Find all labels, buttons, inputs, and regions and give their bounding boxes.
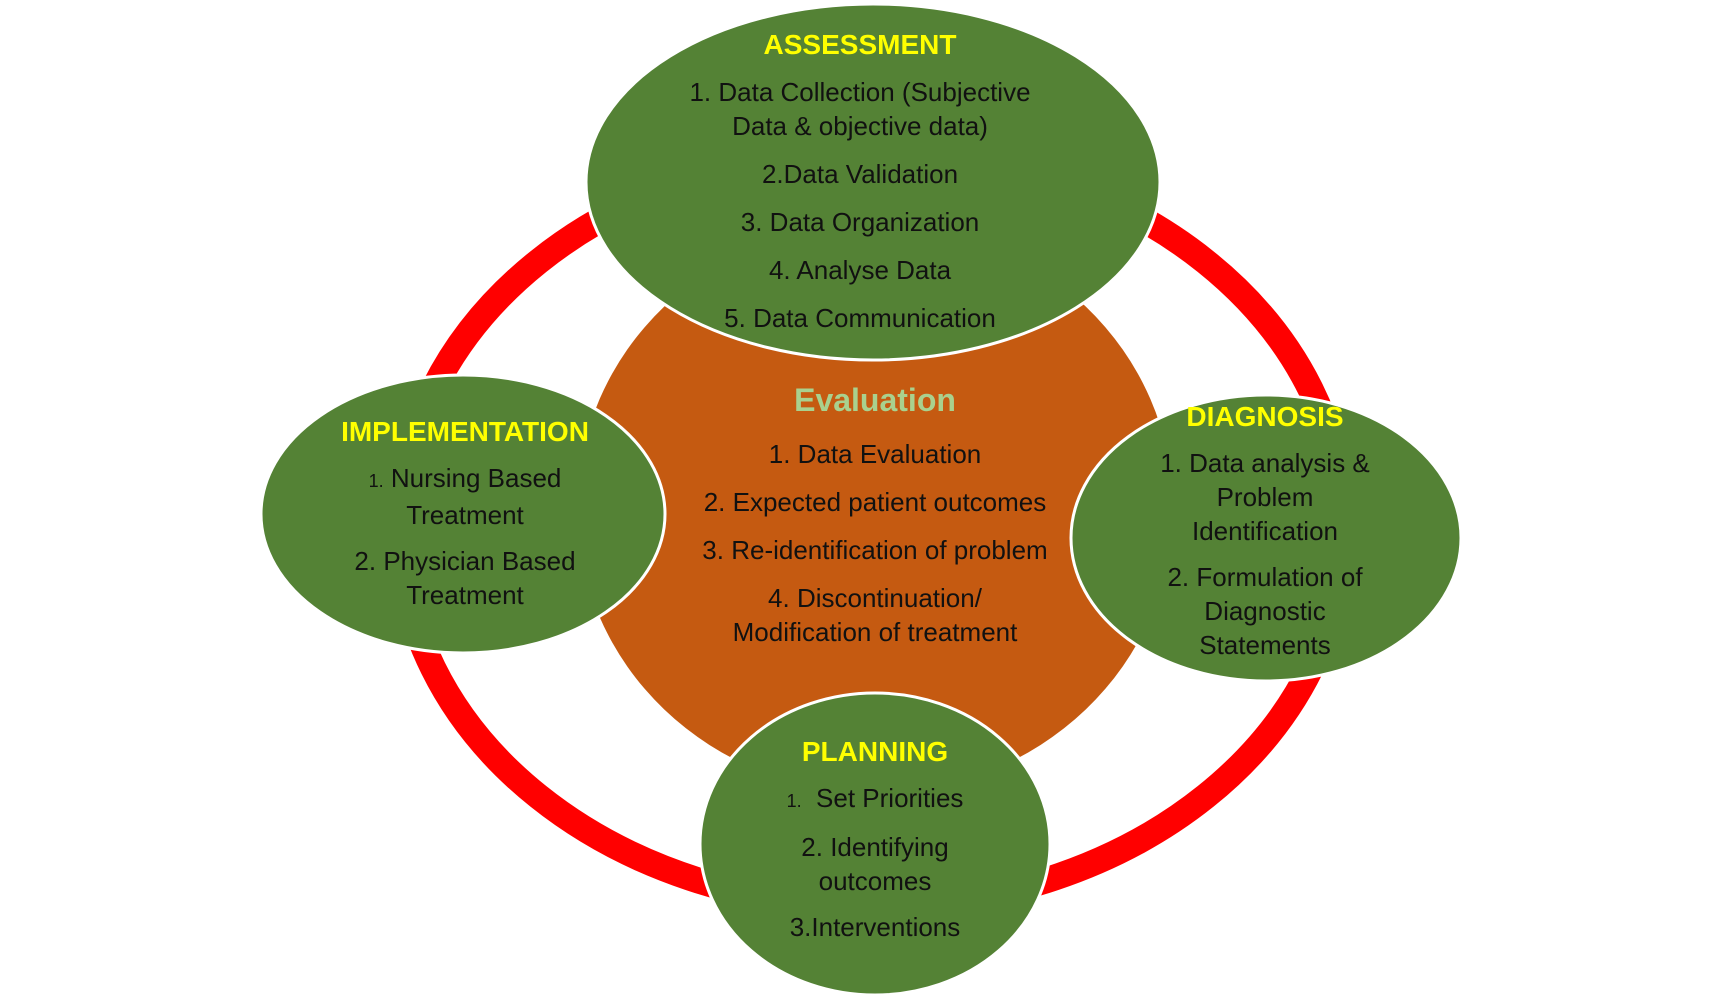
assessment-title: ASSESSMENT xyxy=(763,29,957,60)
diagnosis-item: 2. Formulation of Diagnostic Statements xyxy=(1167,562,1363,660)
evaluation-item: 2. Expected patient outcomes xyxy=(703,487,1047,517)
planning-item-number: 1. xyxy=(786,791,802,811)
planning-item: 1. Set Priorities xyxy=(787,781,964,818)
implementation-item: 1. Nursing Based Treatment xyxy=(350,461,580,532)
implementation-title: IMPLEMENTATION xyxy=(341,416,589,447)
implementation-item: 2. Physician Based Treatment xyxy=(354,546,576,610)
assessment-item: 4. Analyse Data xyxy=(768,255,952,285)
assessment-item: 2.Data Validation xyxy=(761,159,959,189)
diagnosis-node-shape xyxy=(1069,393,1463,683)
diagnosis-node: DIAGNOSIS 1. Data analysis & Problem Ide… xyxy=(1085,400,1445,668)
planning-item-text: Set Priorities xyxy=(801,783,964,813)
evaluation-item: 1. Data Evaluation xyxy=(768,439,982,469)
implementation-node: IMPLEMENTATION 1. Nursing Based Treatmen… xyxy=(285,415,645,618)
evaluation-title: Evaluation xyxy=(794,382,956,418)
diagnosis-title: DIAGNOSIS xyxy=(1186,401,1344,432)
evaluation-item: 4. Discontinuation/ Modification of trea… xyxy=(732,583,1018,647)
planning-title: PLANNING xyxy=(801,736,949,767)
planning-item: 2. Identifying outcomes xyxy=(801,832,949,896)
assessment-node-shape xyxy=(584,2,1162,362)
implementation-item-number: 1. xyxy=(368,471,384,491)
assessment-item: 3. Data Organization xyxy=(740,207,980,237)
implementation-item-text: Nursing Based Treatment xyxy=(383,463,562,530)
planning-item: 3.Interventions xyxy=(789,912,961,942)
evaluation-center-circle xyxy=(577,223,1173,793)
planning-node-shape xyxy=(698,691,1052,997)
assessment-item: 5. Data Communication xyxy=(724,303,996,333)
evaluation-item: 3. Re-identification of problem xyxy=(702,535,1048,565)
planning-node: PLANNING 1. Set Priorities 2. Identifyin… xyxy=(705,735,1045,950)
assessment-item: 1. Data Collection (Subjective Data & ob… xyxy=(689,77,1031,141)
evaluation-node: Evaluation 1. Data Evaluation 2. Expecte… xyxy=(650,380,1100,656)
assessment-node: ASSESSMENT 1. Data Collection (Subjectiv… xyxy=(600,28,1120,342)
implementation-node-shape xyxy=(259,373,667,655)
diagnosis-item: 1. Data analysis & Problem Identificatio… xyxy=(1160,448,1370,546)
